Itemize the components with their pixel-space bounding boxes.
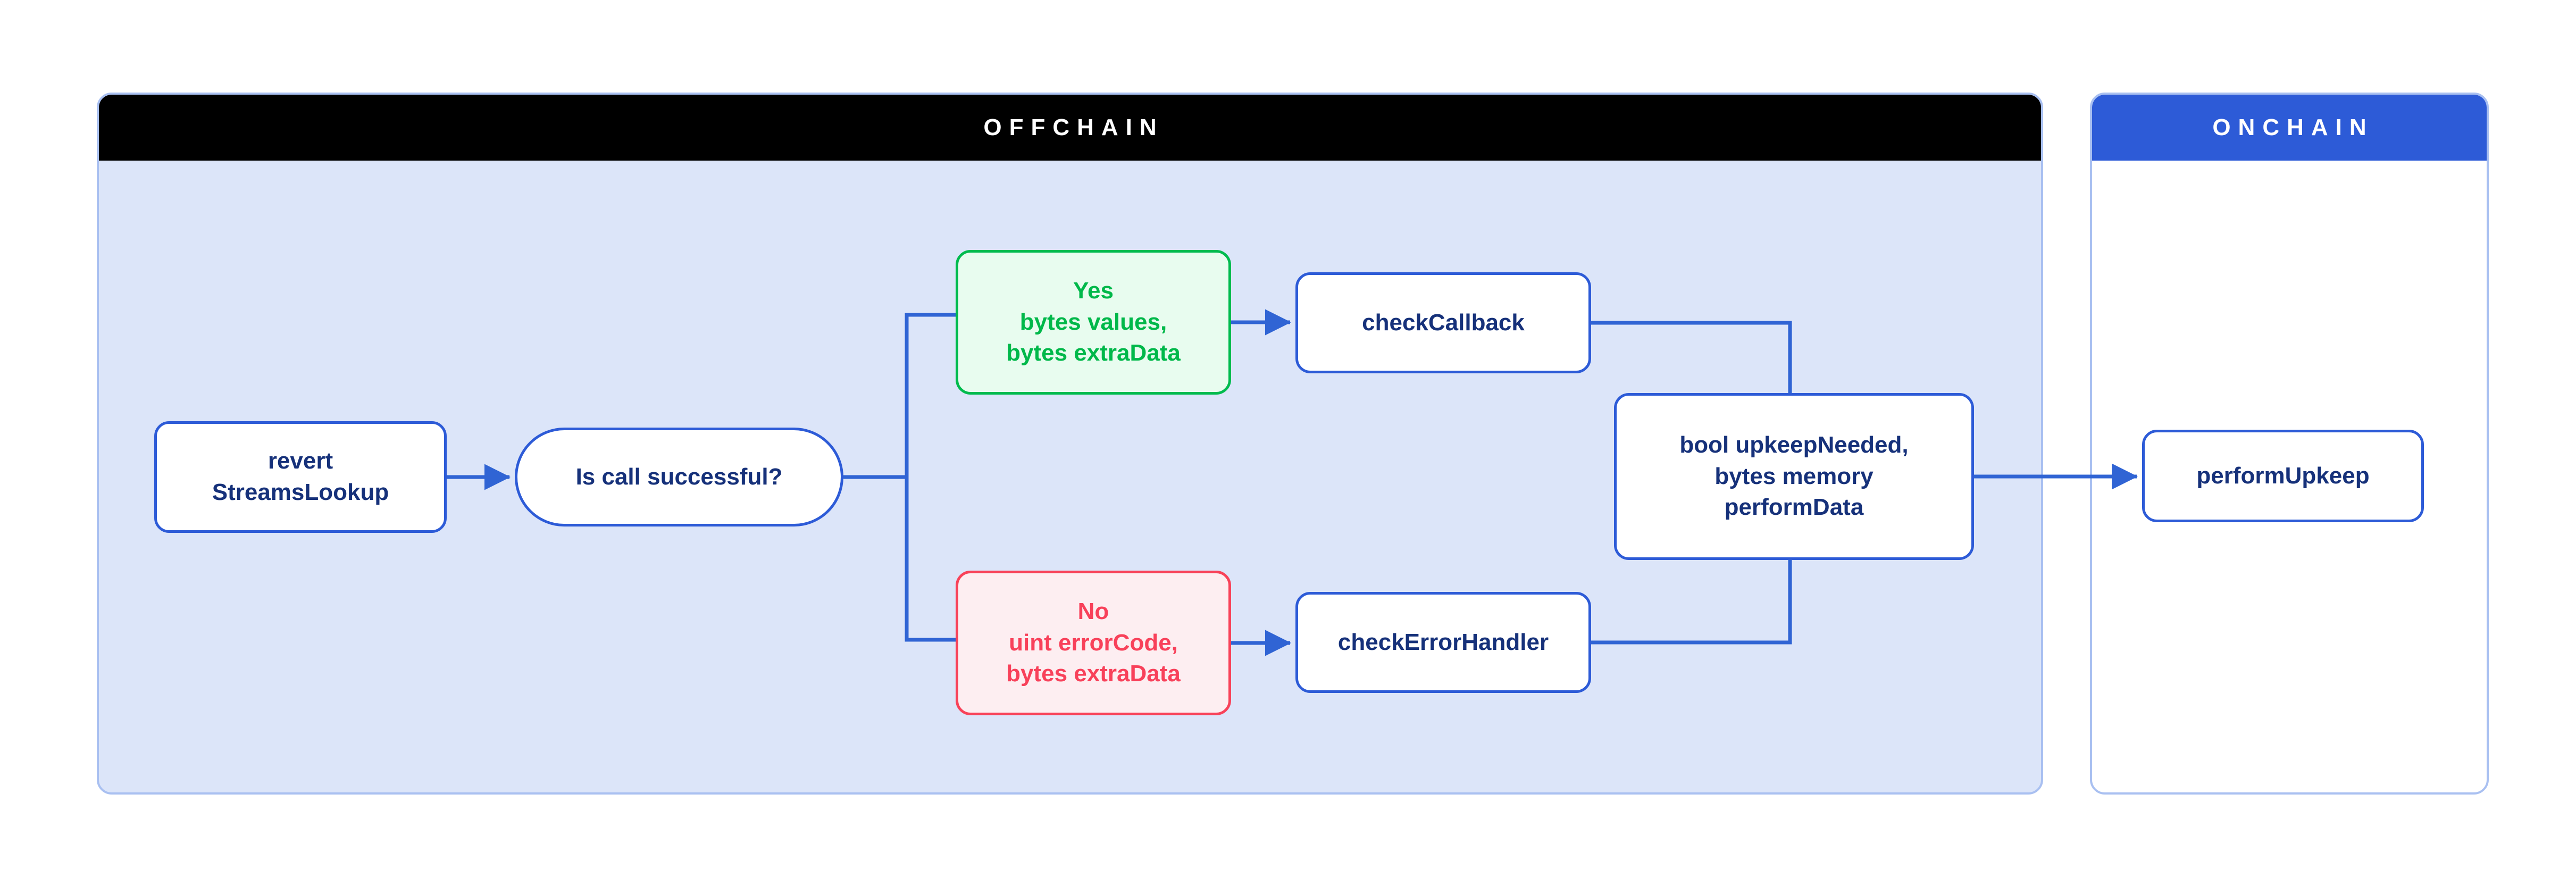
node-checkcallback-label: checkCallback: [1362, 309, 1525, 336]
node-is-call-successful-label: Is call successful?: [575, 463, 783, 490]
node-performupkeep[interactable]: performUpkeep: [2142, 430, 2424, 522]
node-no-branch-label: No uint errorCode, bytes extraData: [1006, 598, 1181, 687]
node-is-call-successful[interactable]: Is call successful?: [515, 428, 843, 526]
node-revert-streamslookup-label: revert StreamsLookup: [212, 448, 389, 505]
onchain-panel-label: ONCHAIN: [2212, 114, 2374, 140]
node-checkerrorhandler-label: checkErrorHandler: [1337, 629, 1549, 655]
node-upkeep-needed-result[interactable]: bool upkeepNeeded, bytes memory performD…: [1614, 393, 1974, 560]
node-performupkeep-label: performUpkeep: [2196, 462, 2370, 489]
node-checkcallback[interactable]: checkCallback: [1295, 272, 1591, 373]
node-yes-branch[interactable]: Yes bytes values, bytes extraData: [956, 250, 1231, 395]
node-no-branch[interactable]: No uint errorCode, bytes extraData: [956, 571, 1231, 715]
offchain-panel-header: OFFCHAIN: [99, 95, 2041, 161]
node-checkerrorhandler[interactable]: checkErrorHandler: [1295, 592, 1591, 693]
node-revert-streamslookup[interactable]: revert StreamsLookup: [154, 421, 447, 533]
offchain-panel-label: OFFCHAIN: [983, 114, 1164, 140]
node-yes-branch-label: Yes bytes values, bytes extraData: [1006, 277, 1181, 366]
onchain-panel-header: ONCHAIN: [2092, 95, 2487, 161]
node-upkeep-needed-result-label: bool upkeepNeeded, bytes memory performD…: [1679, 431, 1909, 521]
